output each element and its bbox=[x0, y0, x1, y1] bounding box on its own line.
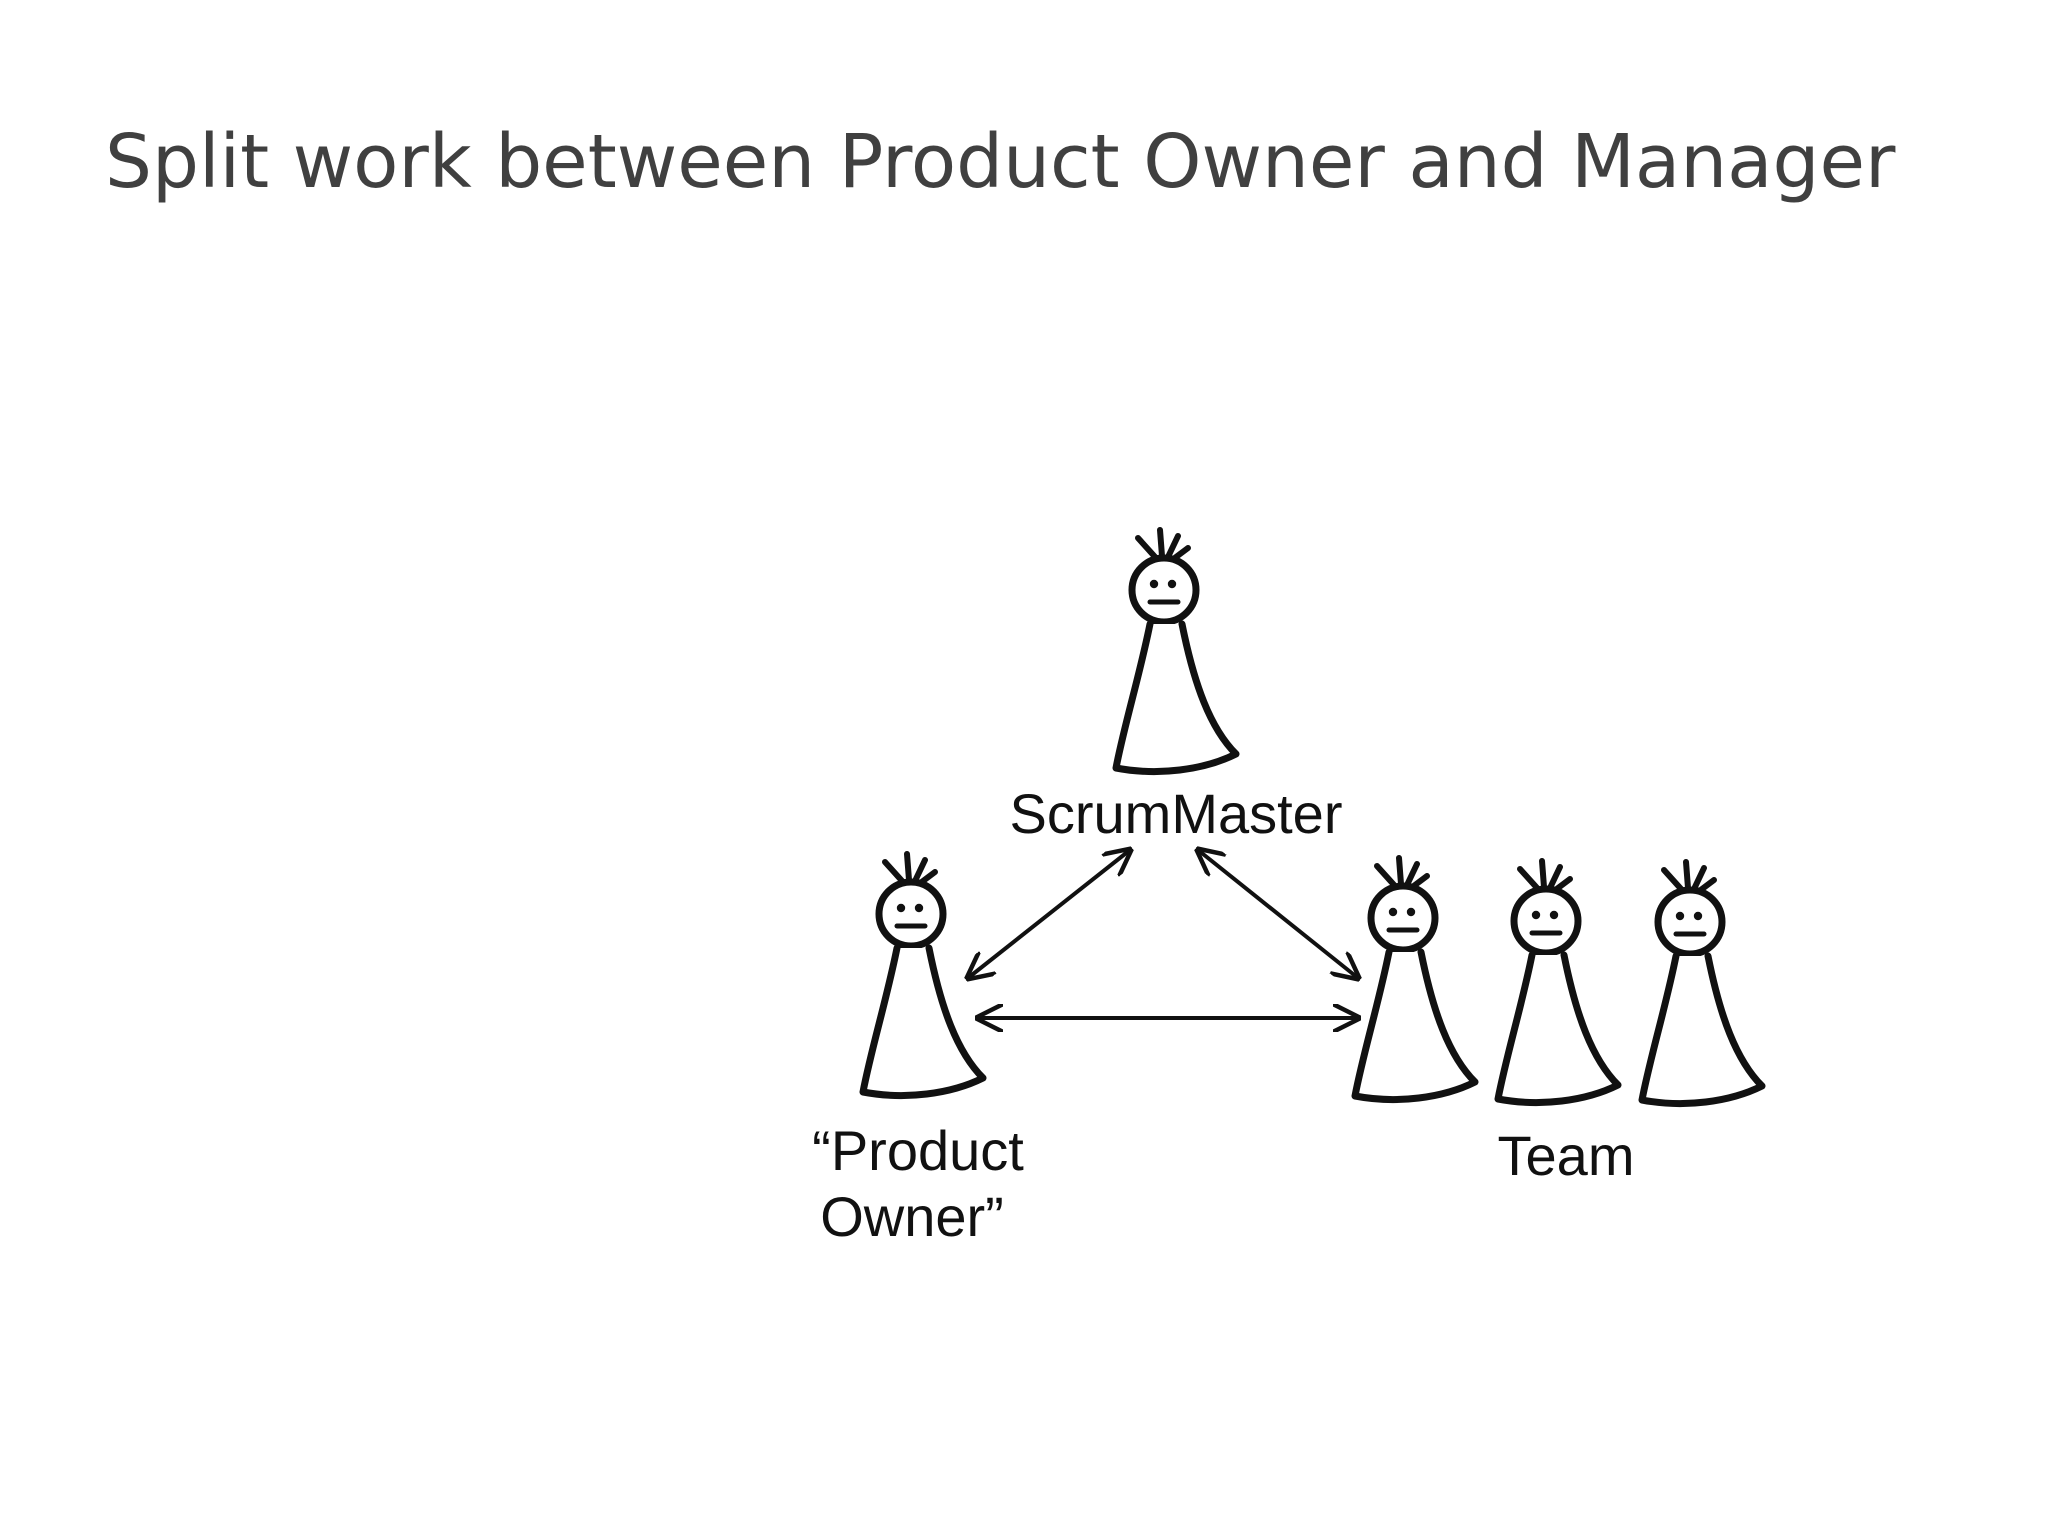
product-owner-figure bbox=[863, 854, 983, 1096]
scrum-master-figure bbox=[1116, 530, 1236, 772]
product-owner-label-line1: “Product bbox=[812, 1119, 1024, 1182]
slide-title: Split work between Product Owner and Man… bbox=[105, 119, 1896, 205]
team-member-figure bbox=[1498, 861, 1618, 1103]
arrow-scrummaster-productowner bbox=[968, 850, 1130, 978]
product-owner-label-line2: Owner” bbox=[820, 1185, 1004, 1248]
team-member-figure bbox=[1355, 858, 1475, 1100]
arrow-scrummaster-team bbox=[1198, 850, 1358, 978]
team-label: Team bbox=[1498, 1124, 1635, 1187]
scrum-master-label: ScrumMaster bbox=[1010, 782, 1343, 845]
team-member-figure bbox=[1642, 862, 1762, 1104]
